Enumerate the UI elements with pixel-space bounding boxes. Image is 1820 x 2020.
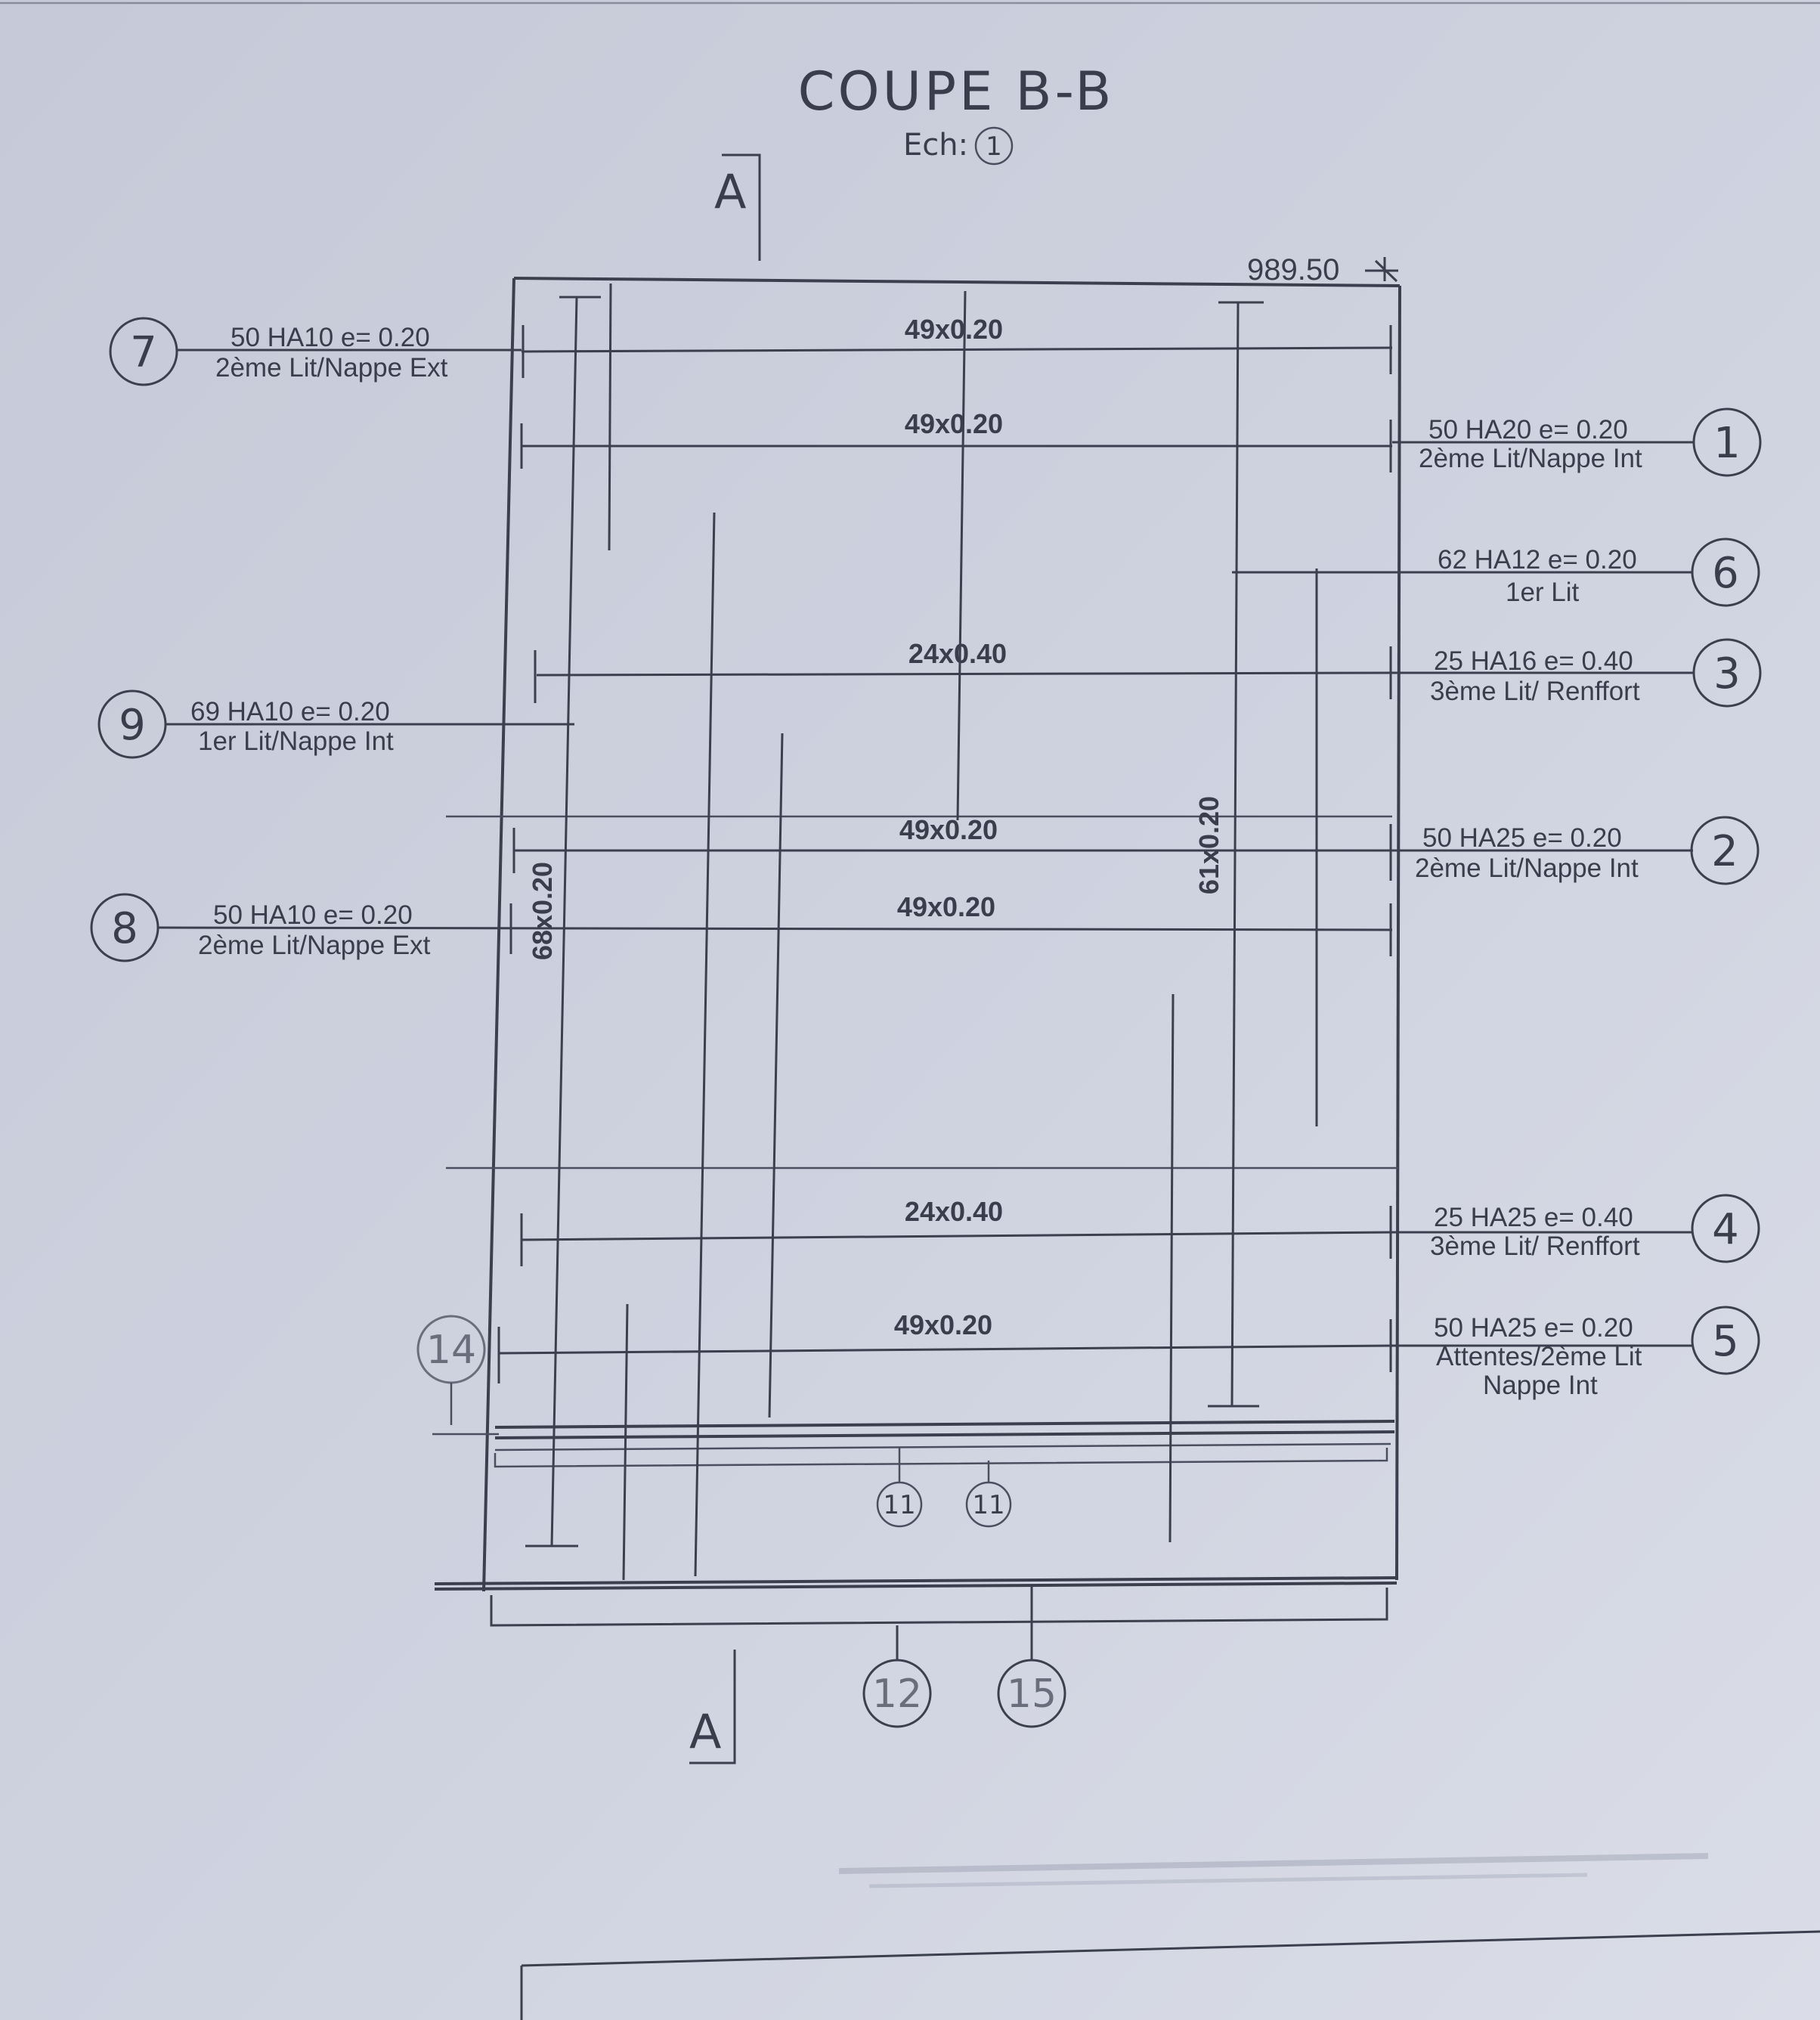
spacing-label-2: 49x0.20 [899,814,998,845]
bar-id-2: 2 [1711,827,1738,876]
elevation-label: 989.50 [1247,253,1339,287]
bar-bubble-1 [1692,407,1762,477]
mark-id-11a: 11 [883,1490,915,1520]
mark-id-11b: 11 [972,1490,1004,1520]
section-marker-bottom-line [689,1650,736,1764]
bar-layer-3: 3ème Lit/ Renffort [1430,677,1640,706]
bar-spec-1: 50 HA20 e= 0.20 [1428,415,1628,445]
bar-spec-8: 50 HA10 e= 0.20 [213,900,413,930]
bar-spec-7: 50 HA10 e= 0.20 [231,323,430,352]
wall-outline [434,277,1401,1627]
bar-layer-8: 2ème Lit/Nappe Ext [198,931,431,960]
dim-line-4 [446,1166,1693,1266]
bar-layer-4: 3ème Lit/ Renffort [1430,1232,1640,1261]
bar-spec-6: 62 HA12 e= 0.20 [1438,545,1637,575]
scale-bubble [974,126,1014,166]
bar-bubble-5 [1691,1306,1760,1375]
bar-spec-5: 50 HA25 e= 0.20 [1434,1313,1633,1343]
bar-layer-5b: Nappe Int [1483,1371,1598,1400]
spacing-label-1: 49x0.20 [905,408,1003,439]
mark-id-12: 12 [872,1671,922,1717]
bar-layer-2: 2ème Lit/Nappe Int [1415,854,1639,883]
mark-14 [416,1315,499,1436]
bar-layer-5: Attentes/2ème Lit [1436,1342,1642,1371]
dim-line-3 [534,646,1693,703]
mark-15 [997,1585,1066,1728]
vertical-bars [525,283,1318,1581]
bar-id-3: 3 [1713,649,1741,699]
dim-line-5 [497,1319,1693,1383]
bar-spec-2: 50 HA25 e= 0.20 [1422,823,1622,853]
mark-12 [862,1625,932,1728]
dim-line-1 [520,420,1693,472]
mark-11b [965,1461,1012,1528]
spacing-label-vertical-9: 68x0.20 [527,862,558,960]
bar-layer-7: 2ème Lit/Nappe Ext [215,353,448,383]
mark-id-15: 15 [1007,1671,1057,1717]
bar-spec-9: 69 HA10 e= 0.20 [190,697,390,727]
mark-11a [876,1448,923,1528]
bar-id-9: 9 [119,701,146,750]
spacing-label-vertical-6: 61x0.20 [1193,796,1224,894]
bar-id-5: 5 [1712,1317,1739,1366]
bar-bubble-3 [1692,638,1762,708]
spacing-label-5: 49x0.20 [894,1309,992,1340]
scale-label: Ech: [903,128,968,163]
spacing-label-8: 49x0.20 [897,891,995,922]
sheet-border-bottom [520,1930,1820,2020]
section-marker-top-line [722,153,761,261]
dim-line-7 [178,325,1393,378]
bar-bubble-7 [109,317,178,386]
bar-bubble-2 [1690,816,1760,885]
spacing-label-3: 24x0.40 [908,638,1007,669]
bar-layer-9: 1er Lit/Nappe Int [198,727,394,756]
faded-smudge [838,1853,1709,1888]
bar-layer-1: 2ème Lit/Nappe Int [1419,444,1642,473]
section-marker-bottom: A [689,1704,721,1759]
scale-value: 1 [986,132,1002,162]
bar-bubble-8 [90,893,159,962]
bar-spec-3: 25 HA16 e= 0.40 [1434,646,1633,676]
spacing-label-7: 49x0.20 [905,314,1003,345]
bar-id-4: 4 [1712,1205,1739,1254]
bar-id-8: 8 [111,904,138,953]
drawing-title: COUPE B-B [798,60,1115,122]
bar-bubble-9 [98,689,167,759]
bar-bubble-6 [1691,538,1760,607]
bar-bubble-4 [1691,1194,1760,1263]
elevation-marker [1365,257,1398,283]
mark-id-14: 14 [426,1328,476,1373]
bar-id-1: 1 [1713,419,1741,468]
bar-spec-4: 25 HA25 e= 0.40 [1434,1203,1633,1232]
bar-id-6: 6 [1712,549,1739,598]
spacing-label-4: 24x0.40 [905,1196,1003,1227]
bar-layer-6: 1er Lit [1506,578,1580,607]
section-marker-top: A [714,164,746,219]
dim-line-8 [158,903,1393,956]
bar-id-7: 7 [130,328,157,377]
